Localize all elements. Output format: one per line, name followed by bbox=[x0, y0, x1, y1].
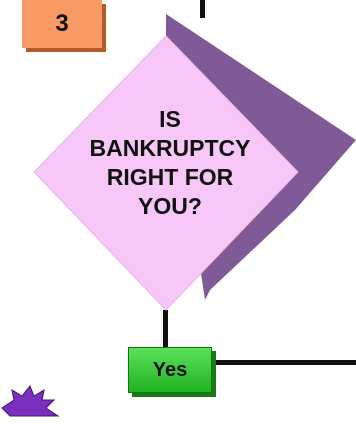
decision-line: IS bbox=[159, 106, 181, 132]
starburst-icon bbox=[1, 385, 60, 417]
connector-right bbox=[210, 360, 356, 365]
decision-line: RIGHT FOR bbox=[106, 164, 234, 190]
yes-label: Yes bbox=[152, 358, 188, 381]
yes-button[interactable]: Yes bbox=[128, 347, 212, 393]
decision-diamond bbox=[33, 14, 356, 311]
step-number: 3 bbox=[55, 10, 69, 37]
decision-line: BANKRUPTCY bbox=[89, 135, 251, 161]
decision-question: IS BANKRUPTCY RIGHT FOR YOU? bbox=[50, 105, 290, 221]
connector-top bbox=[200, 0, 205, 18]
connector-down bbox=[163, 310, 168, 350]
decision-diamond-face bbox=[33, 35, 299, 311]
step-number-badge: 3 bbox=[22, 0, 102, 48]
decision-line: YOU? bbox=[138, 193, 202, 219]
